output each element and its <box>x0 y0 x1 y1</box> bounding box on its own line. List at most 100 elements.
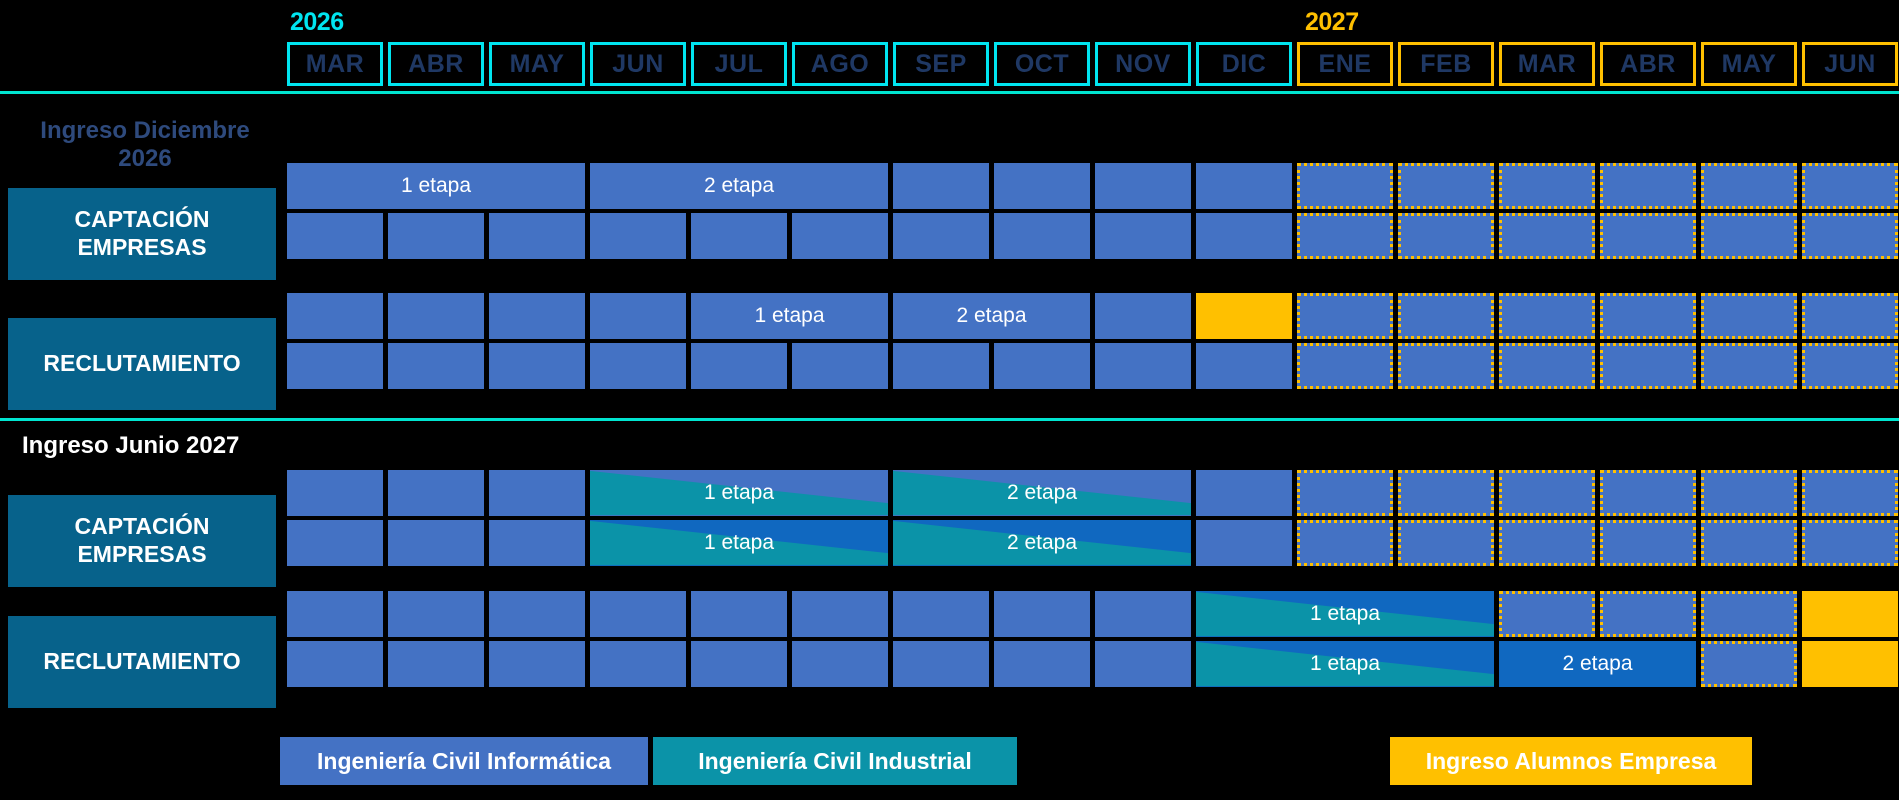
bar-captacion2026-etapa2[interactable]: 2 etapa <box>590 163 888 209</box>
bar-reclut2026-etapa1[interactable]: 1 etapa <box>691 293 888 339</box>
cell-captacion2026b-oct[interactable] <box>994 213 1090 259</box>
cell-reclut2027b-jun[interactable] <box>590 641 686 687</box>
legend-item-informatica[interactable]: Ingeniería Civil Informática <box>280 737 648 785</box>
legend-item-ingreso-alumnos[interactable]: Ingreso Alumnos Empresa <box>1390 737 1752 785</box>
cell-captacion2026-feb27[interactable] <box>1398 163 1494 209</box>
month-cell-nov-2026[interactable]: NOV <box>1095 42 1191 86</box>
cell-captacion2026b-dic[interactable] <box>1196 213 1292 259</box>
cell-reclut2027b-may27[interactable] <box>1701 641 1797 687</box>
cell-captacion2027b-mar27[interactable] <box>1499 520 1595 566</box>
cell-reclut2026b-sep[interactable] <box>893 343 989 389</box>
cell-reclut2026-may27[interactable] <box>1701 293 1797 339</box>
cell-reclut2026b-feb27[interactable] <box>1398 343 1494 389</box>
cell-captacion2027-abr[interactable] <box>388 470 484 516</box>
cell-captacion2026-nov[interactable] <box>1095 163 1191 209</box>
cell-reclut2026b-nov[interactable] <box>1095 343 1191 389</box>
cell-reclut2027-sep[interactable] <box>893 591 989 637</box>
bar-captacion2026-etapa1[interactable]: 1 etapa <box>287 163 585 209</box>
cell-captacion2027b-feb27[interactable] <box>1398 520 1494 566</box>
cell-captacion2026b-jun[interactable] <box>590 213 686 259</box>
cell-reclut2027-abr27[interactable] <box>1600 591 1696 637</box>
month-cell-ago-2026[interactable]: AGO <box>792 42 888 86</box>
cell-reclut2027b-jul[interactable] <box>691 641 787 687</box>
cell-captacion2026b-jun27[interactable] <box>1802 213 1898 259</box>
cell-captacion2027-dic[interactable] <box>1196 470 1292 516</box>
cell-captacion2026b-sep[interactable] <box>893 213 989 259</box>
cell-reclut2026b-abr[interactable] <box>388 343 484 389</box>
cell-reclut2027-may27[interactable] <box>1701 591 1797 637</box>
cell-captacion2027-may27[interactable] <box>1701 470 1797 516</box>
cell-reclut2026b-dic[interactable] <box>1196 343 1292 389</box>
cell-captacion2026-dic[interactable] <box>1196 163 1292 209</box>
bar-captacion2027b-etapa1[interactable]: 1 etapa <box>590 520 888 566</box>
cell-reclut2027b-sep[interactable] <box>893 641 989 687</box>
cell-reclut2026b-mar[interactable] <box>287 343 383 389</box>
cell-reclut2027-oct[interactable] <box>994 591 1090 637</box>
cell-captacion2026-oct[interactable] <box>994 163 1090 209</box>
cell-reclut2027-abr[interactable] <box>388 591 484 637</box>
month-cell-may-2027[interactable]: MAY <box>1701 42 1797 86</box>
cell-captacion2026-mar27[interactable] <box>1499 163 1595 209</box>
cell-reclut2026b-jul[interactable] <box>691 343 787 389</box>
cell-reclut2026b-jun[interactable] <box>590 343 686 389</box>
month-cell-jul-2026[interactable]: JUL <box>691 42 787 86</box>
cell-reclut2027b-ago[interactable] <box>792 641 888 687</box>
cell-reclut2027-ago[interactable] <box>792 591 888 637</box>
month-cell-jun-2026[interactable]: JUN <box>590 42 686 86</box>
cell-reclut2026b-oct[interactable] <box>994 343 1090 389</box>
cell-captacion2027-ene27[interactable] <box>1297 470 1393 516</box>
cell-reclut2026-abr27[interactable] <box>1600 293 1696 339</box>
cell-captacion2026b-feb27[interactable] <box>1398 213 1494 259</box>
cell-captacion2027-mar[interactable] <box>287 470 383 516</box>
bar-captacion2027b-etapa2[interactable]: 2 etapa <box>893 520 1191 566</box>
cell-reclut2026-abr[interactable] <box>388 293 484 339</box>
cell-reclut2027-nov[interactable] <box>1095 591 1191 637</box>
cell-captacion2026-ene27[interactable] <box>1297 163 1393 209</box>
cell-captacion2027-feb27[interactable] <box>1398 470 1494 516</box>
cell-captacion2027b-mar[interactable] <box>287 520 383 566</box>
cell-reclut2027-may[interactable] <box>489 591 585 637</box>
cell-captacion2026b-ene27[interactable] <box>1297 213 1393 259</box>
month-cell-feb-2027[interactable]: FEB <box>1398 42 1494 86</box>
cell-reclut2027-jul[interactable] <box>691 591 787 637</box>
cell-reclut2026-jun[interactable] <box>590 293 686 339</box>
cell-captacion2026b-abr[interactable] <box>388 213 484 259</box>
cell-captacion2026b-mar[interactable] <box>287 213 383 259</box>
cell-captacion2027b-dic[interactable] <box>1196 520 1292 566</box>
cell-reclut2027-jun27-ingreso[interactable] <box>1802 591 1898 637</box>
bar-reclut2026-etapa2[interactable]: 2 etapa <box>893 293 1090 339</box>
cell-reclut2026b-ene27[interactable] <box>1297 343 1393 389</box>
cell-captacion2026b-nov[interactable] <box>1095 213 1191 259</box>
cell-captacion2027b-abr27[interactable] <box>1600 520 1696 566</box>
cell-reclut2027-mar[interactable] <box>287 591 383 637</box>
cell-captacion2027b-ene27[interactable] <box>1297 520 1393 566</box>
month-cell-jun-2027[interactable]: JUN <box>1802 42 1898 86</box>
cell-reclut2026b-abr27[interactable] <box>1600 343 1696 389</box>
month-cell-ene-2027[interactable]: ENE <box>1297 42 1393 86</box>
cell-reclut2027b-may[interactable] <box>489 641 585 687</box>
cell-reclut2026-ene27[interactable] <box>1297 293 1393 339</box>
cell-captacion2027b-jun27[interactable] <box>1802 520 1898 566</box>
cell-captacion2027b-abr[interactable] <box>388 520 484 566</box>
cell-captacion2026b-ago[interactable] <box>792 213 888 259</box>
cell-captacion2026b-mar27[interactable] <box>1499 213 1595 259</box>
cell-captacion2027-mar27[interactable] <box>1499 470 1595 516</box>
cell-captacion2026b-abr27[interactable] <box>1600 213 1696 259</box>
cell-reclut2026b-may27[interactable] <box>1701 343 1797 389</box>
month-cell-mar-2027[interactable]: MAR <box>1499 42 1595 86</box>
month-cell-mar-2026[interactable]: MAR <box>287 42 383 86</box>
cell-reclut2026b-mar27[interactable] <box>1499 343 1595 389</box>
cell-reclut2027-mar27[interactable] <box>1499 591 1595 637</box>
cell-captacion2026-may27[interactable] <box>1701 163 1797 209</box>
month-cell-sep-2026[interactable]: SEP <box>893 42 989 86</box>
cell-captacion2027-may[interactable] <box>489 470 585 516</box>
legend-item-industrial[interactable]: Ingeniería Civil Industrial <box>653 737 1017 785</box>
cell-reclut2026b-jun27[interactable] <box>1802 343 1898 389</box>
bar-reclut2027b-etapa1[interactable]: 1 etapa <box>1196 641 1494 687</box>
bar-reclut2027-etapa1[interactable]: 1 etapa <box>1196 591 1494 637</box>
cell-captacion2026b-may[interactable] <box>489 213 585 259</box>
cell-reclut2027-jun[interactable] <box>590 591 686 637</box>
cell-reclut2026-jun27[interactable] <box>1802 293 1898 339</box>
cell-captacion2026-abr27[interactable] <box>1600 163 1696 209</box>
cell-captacion2026b-may27[interactable] <box>1701 213 1797 259</box>
